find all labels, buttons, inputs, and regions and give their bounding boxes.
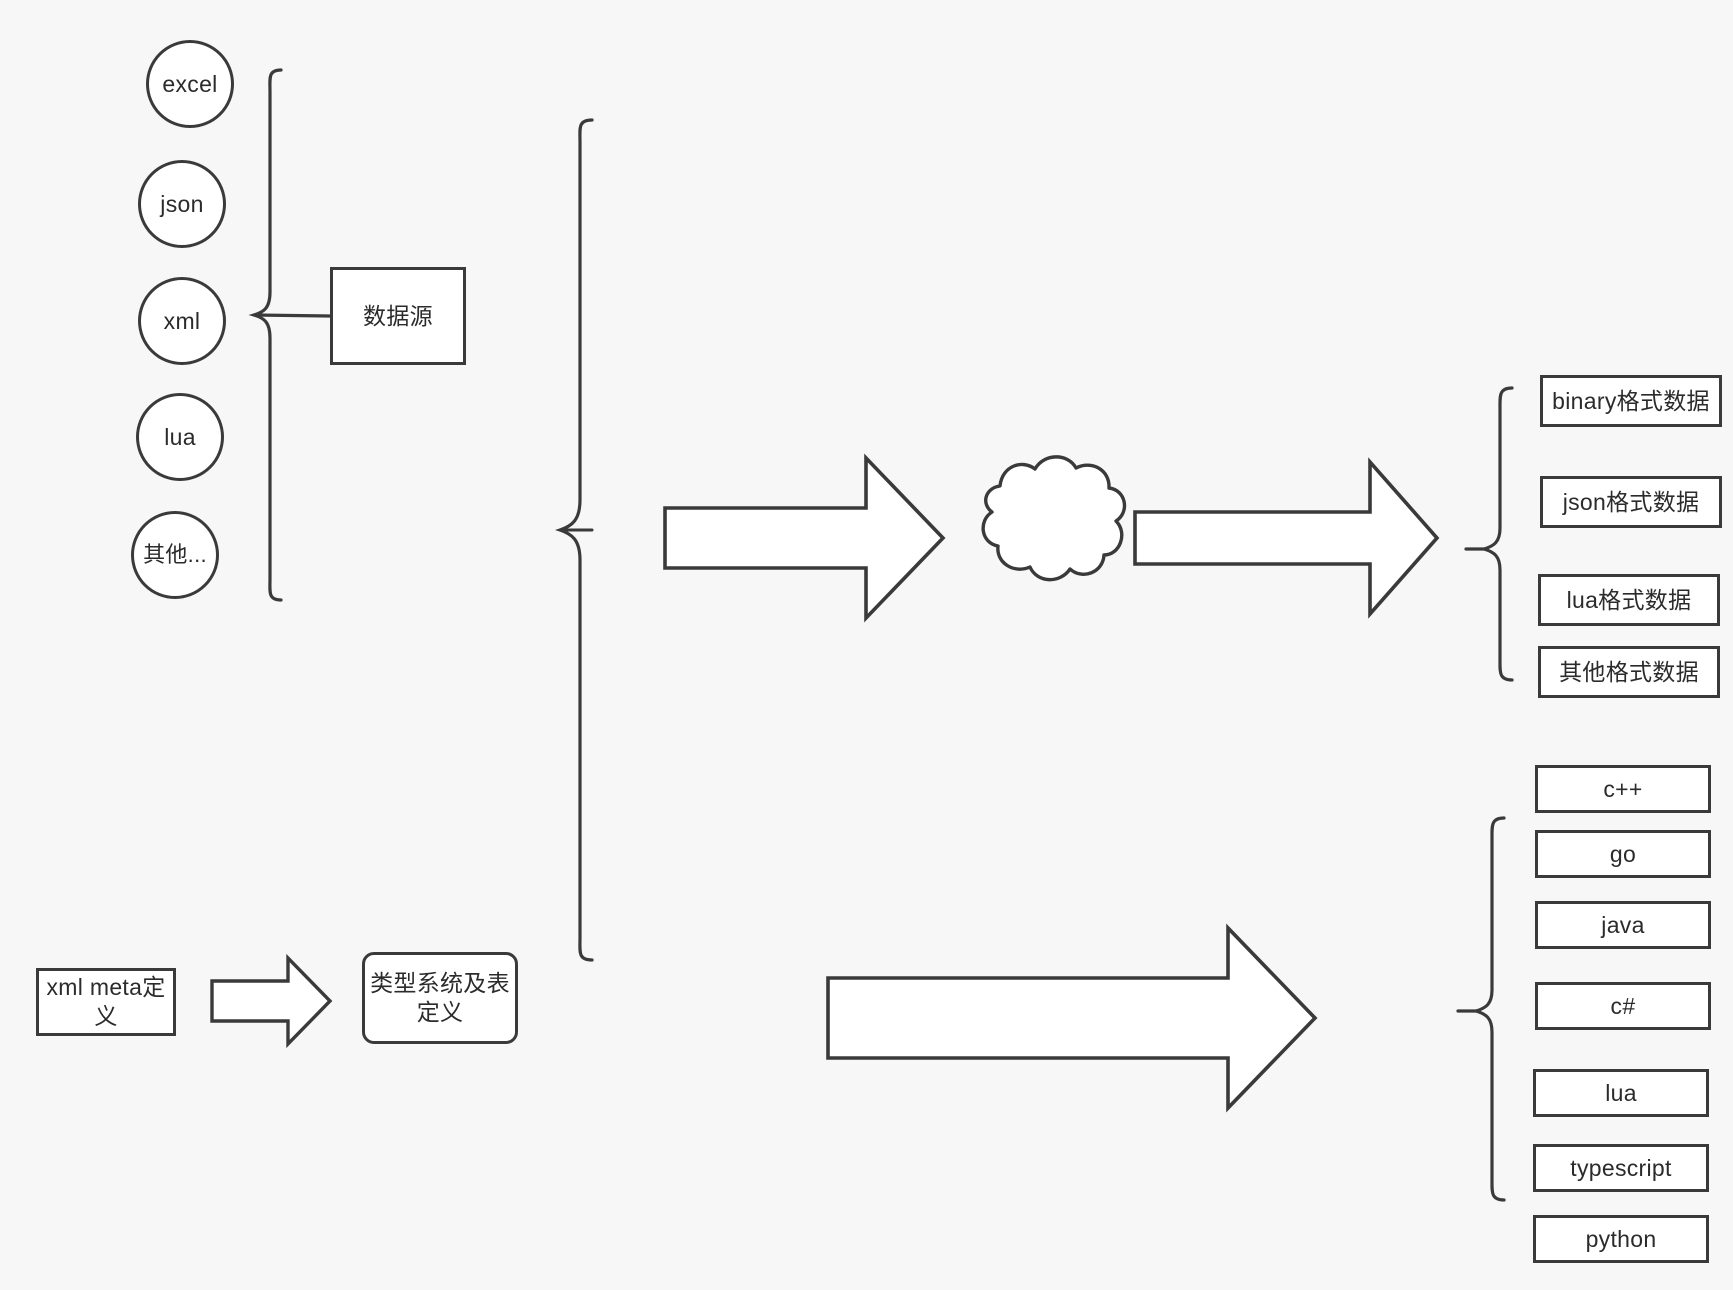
xml-meta-definition-label: xml meta定义	[46, 974, 166, 1029]
filter-arrow-label: 校验、分组、标签过滤	[1142, 527, 1378, 553]
load-parse-arrow-label: 加载和解析	[702, 527, 820, 553]
internal-data-label-wrap: 内部数据	[985, 513, 1105, 553]
output-language-cpp-box[interactable]: c++	[1535, 765, 1711, 813]
output-language-typescript-box[interactable]: typescript	[1533, 1144, 1709, 1192]
output-language-go-label: go	[1609, 840, 1637, 867]
output-language-python-box[interactable]: python	[1533, 1215, 1709, 1263]
data-source-xml[interactable]: xml	[138, 277, 226, 365]
output-format-brace-icon	[1478, 386, 1514, 682]
output-language-lua-box[interactable]: lua	[1533, 1069, 1709, 1117]
output-language-python-label: python	[1585, 1225, 1657, 1252]
output-format-other-label: 其他格式数据	[1559, 658, 1699, 685]
pipeline-input-brace-icon	[554, 118, 594, 962]
data-source-xml-label: xml	[163, 307, 201, 334]
codegen-arrow-label-wrap: 根据定义生成代码	[880, 998, 1180, 1038]
xml-meta-definition-box[interactable]: xml meta定义	[36, 968, 176, 1036]
filter-arrow-label-wrap: 校验、分组、标签过滤	[1130, 518, 1390, 558]
data-source-excel-label: excel	[162, 70, 218, 97]
output-format-json-box[interactable]: json格式数据	[1540, 476, 1722, 528]
output-language-lua-label: lua	[1605, 1079, 1637, 1106]
compile-arrow-label: 编译	[229, 991, 277, 1017]
data-source-excel[interactable]: excel	[146, 40, 234, 128]
data-source-other-label: 其他...	[143, 542, 207, 568]
output-language-csharp-label: c#	[1610, 992, 1636, 1019]
output-format-json-label: json格式数据	[1562, 488, 1700, 515]
codegen-arrow-label: 根据定义生成代码	[936, 1007, 1124, 1033]
output-language-brace-icon	[1470, 816, 1506, 1202]
data-source-brace-tip-line	[252, 313, 332, 318]
output-format-other-box[interactable]: 其他格式数据	[1538, 646, 1720, 698]
output-language-java-label: java	[1601, 911, 1645, 938]
data-source-other[interactable]: 其他...	[131, 511, 219, 599]
data-source-group-box[interactable]: 数据源	[330, 267, 466, 365]
data-source-brace-icon	[248, 68, 283, 602]
load-parse-arrow-label-wrap: 加载和解析	[666, 518, 856, 558]
output-format-lua-label: lua格式数据	[1566, 586, 1692, 613]
data-source-json[interactable]: json	[138, 160, 226, 248]
output-language-cpp-label: c++	[1603, 775, 1643, 802]
output-language-java-box[interactable]: java	[1535, 901, 1711, 949]
output-format-binary-box[interactable]: binary格式数据	[1540, 375, 1722, 427]
type-system-definition-label: 类型系统及表定义	[370, 970, 510, 1025]
internal-data-label: 内部数据	[1000, 522, 1089, 547]
compile-arrow-label-wrap: 编译	[222, 980, 284, 1024]
output-format-binary-label: binary格式数据	[1552, 387, 1710, 414]
type-system-definition-box[interactable]: 类型系统及表定义	[362, 952, 518, 1044]
data-source-group-label: 数据源	[363, 302, 433, 329]
data-source-lua-label: lua	[164, 423, 196, 450]
output-format-lua-box[interactable]: lua格式数据	[1538, 574, 1720, 626]
output-language-go-box[interactable]: go	[1535, 830, 1711, 878]
output-language-csharp-box[interactable]: c#	[1535, 982, 1711, 1030]
data-source-lua[interactable]: lua	[136, 393, 224, 481]
data-source-json-label: json	[160, 190, 204, 217]
output-language-typescript-label: typescript	[1570, 1154, 1672, 1181]
